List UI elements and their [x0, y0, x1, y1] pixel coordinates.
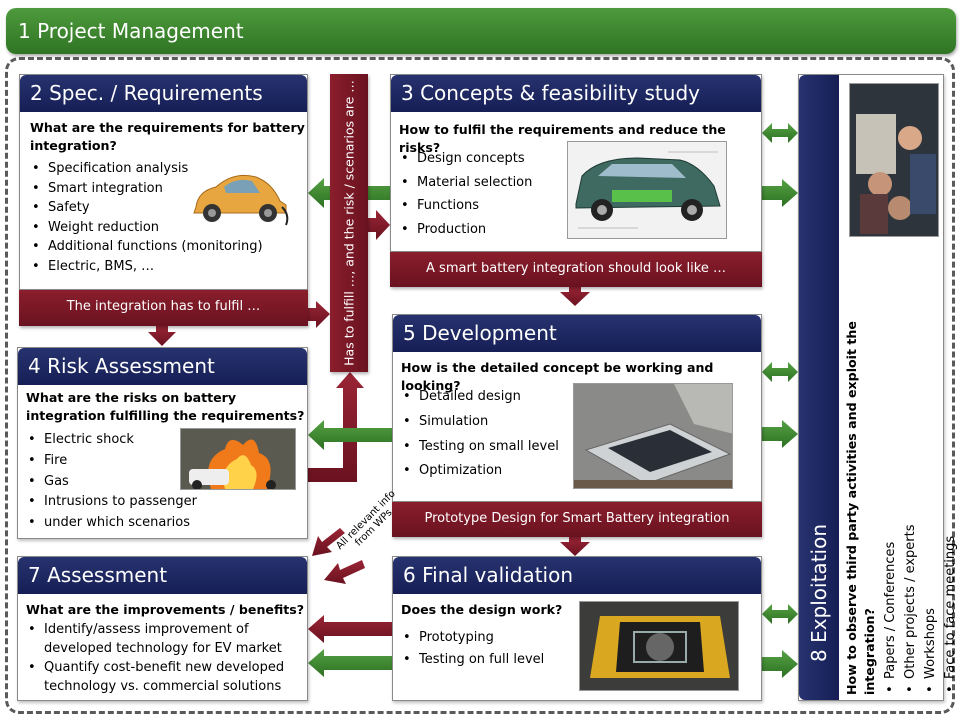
development-item: Testing on small level	[401, 435, 559, 460]
exploitation-text: How to observe third party activities an…	[843, 255, 958, 695]
risk-title: 4 Risk Assessment	[18, 348, 307, 385]
spec-bar-text: The integration has to fulfil …	[66, 299, 261, 314]
spec-item: Weight reduction	[30, 218, 263, 238]
concepts-item: Functions	[399, 194, 532, 218]
concepts-title: 3 Concepts & feasibility study	[391, 75, 761, 112]
development-item: Detailed design	[401, 385, 559, 410]
spec-item: Specification analysis	[30, 159, 263, 179]
concepts-bar: A smart battery integration should look …	[390, 252, 762, 287]
risk-question: What are the risks on battery integratio…	[26, 390, 305, 423]
spec-title: 2 Spec. / Requirements	[20, 75, 307, 112]
assessment-item: Quantify cost-benefit new developed tech…	[26, 658, 308, 696]
car-fire-image	[180, 428, 296, 490]
spec-item: Additional functions (monitoring)	[30, 237, 263, 257]
development-items: Detailed design Simulation Testing on sm…	[401, 385, 559, 484]
exploitation-item: •Other projects / experts	[903, 524, 918, 693]
suv-cutaway-image	[567, 141, 727, 239]
concepts-item: Design concepts	[399, 147, 532, 171]
exploitation-item: •Workshops	[923, 608, 938, 693]
development-title: 5 Development	[393, 315, 761, 352]
risk-item: Electric shock	[26, 430, 197, 451]
validation-items: Prototyping Testing on full level	[401, 627, 544, 671]
development-item: Optimization	[401, 459, 559, 484]
validation-item: Prototyping	[401, 627, 544, 649]
spec-item: Smart integration	[30, 179, 263, 199]
final-validation-box: 6 Final validation Does the design work?…	[392, 556, 762, 701]
development-item: Simulation	[401, 410, 559, 435]
risk-item: Gas	[26, 472, 197, 493]
exploitation-question: How to observe third party activities an…	[844, 321, 877, 695]
concepts-item: Production	[399, 218, 532, 242]
risk-items: Electric shock Fire Gas Intrusions to pa…	[26, 430, 197, 534]
risk-item: Intrusions to passenger	[26, 492, 197, 513]
meeting-photo	[849, 83, 939, 237]
concepts-bar-text: A smart battery integration should look …	[426, 261, 726, 276]
assessment-items: Identify/assess improvement of developed…	[26, 620, 308, 696]
assessment-question: What are the improvements / benefits?	[26, 602, 305, 617]
spec-item: Electric, BMS, …	[30, 257, 263, 277]
spec-requirements-box: 2 Spec. / Requirements What are the requ…	[19, 74, 308, 290]
concepts-items: Design concepts Material selection Funct…	[399, 147, 532, 241]
work-packages-frame	[5, 57, 955, 714]
requirements-risk-text: Has to fulfill …, and the risk / scenari…	[341, 80, 357, 366]
battery-pack-image	[573, 383, 733, 489]
assessment-box: 7 Assessment What are the improvements /…	[17, 556, 308, 701]
development-box: 5 Development How is the detailed concep…	[392, 314, 762, 502]
spec-bar: The integration has to fulfil …	[19, 290, 308, 326]
exploitation-bar: 8 Exploitation	[799, 75, 839, 700]
assessment-title: 7 Assessment	[18, 557, 307, 594]
exploitation-title: 8 Exploitation	[807, 523, 831, 663]
concepts-item: Material selection	[399, 171, 532, 195]
assessment-item: Identify/assess improvement of developed…	[26, 620, 308, 658]
validation-question: Does the design work?	[401, 602, 563, 617]
risk-item: under which scenarios	[26, 513, 197, 534]
spec-question: What are the requirements for battery in…	[30, 120, 305, 153]
requirements-risk-bar: Has to fulfill …, and the risk / scenari…	[330, 74, 368, 372]
risk-item: Fire	[26, 451, 197, 472]
spec-items: Specification analysis Smart integration…	[30, 159, 263, 277]
exploitation-panel: 8 Exploitation How to observe third part…	[798, 74, 958, 701]
validation-item: Testing on full level	[401, 649, 544, 671]
project-management-title: 1 Project Management	[18, 19, 244, 43]
project-management-bar: 1 Project Management	[6, 8, 956, 54]
validation-title: 6 Final validation	[393, 557, 761, 594]
spec-item: Safety	[30, 198, 263, 218]
development-bar-text: Prototype Design for Smart Battery integ…	[424, 511, 730, 526]
concepts-box: 3 Concepts & feasibility study How to fu…	[390, 74, 762, 252]
beetle-car-image	[186, 167, 294, 229]
risk-assessment-box: 4 Risk Assessment What are the risks on …	[17, 347, 308, 539]
prototype-car-image	[579, 601, 739, 691]
exploitation-item: •Face to face meetings	[943, 535, 958, 693]
exploitation-item: •Papers / Conferences	[883, 541, 898, 693]
development-bar: Prototype Design for Smart Battery integ…	[392, 502, 762, 537]
exploitation-items: •Papers / Conferences •Other projects / …	[881, 255, 960, 695]
